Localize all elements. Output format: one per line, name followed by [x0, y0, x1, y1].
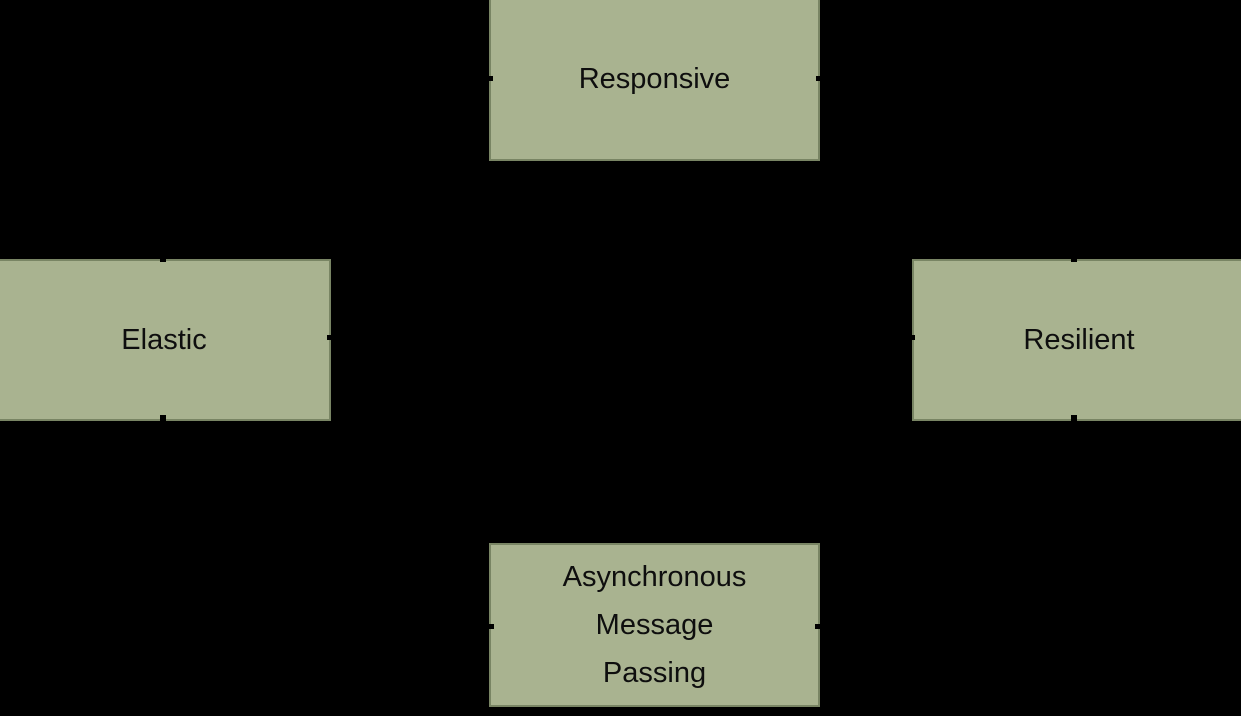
- node-responsive-label: Responsive: [578, 62, 731, 95]
- node-resilient: Resilient: [912, 259, 1241, 421]
- arrow-tip-mark: [160, 415, 166, 424]
- node-responsive: Responsive: [489, 0, 820, 161]
- arrow-tip-mark: [1071, 415, 1077, 424]
- arrow-tip-mark: [160, 253, 166, 262]
- arrow-tip-mark: [327, 335, 337, 340]
- node-elastic: Elastic: [0, 259, 331, 421]
- node-elastic-label: Elastic: [121, 323, 207, 356]
- arrow-tip-mark: [481, 76, 493, 81]
- arrow-tip-mark: [815, 624, 827, 629]
- node-resilient-label: Resilient: [1023, 323, 1135, 356]
- node-async-message-passing-label: Asynchronous Message Passing: [562, 560, 747, 690]
- arrow-tip-mark: [1071, 253, 1077, 262]
- node-async-message-passing: Asynchronous Message Passing: [489, 543, 820, 707]
- arrow-tip-mark: [905, 335, 915, 340]
- arrow-tip-mark: [482, 624, 494, 629]
- arrow-tip-mark: [816, 76, 828, 81]
